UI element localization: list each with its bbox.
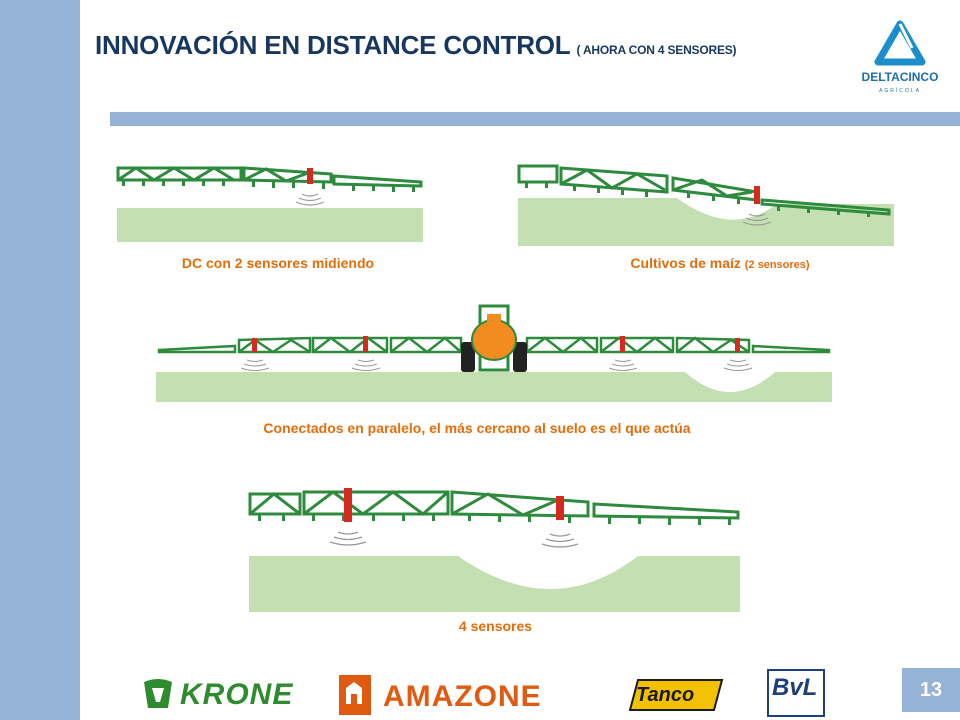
sensor-3 [620,336,625,352]
brand-tanco: Tanco [636,684,695,706]
ground-wave [249,556,740,612]
nozzle-row [122,180,415,192]
nozzle-row [258,514,731,525]
ground-with-dip [156,372,832,402]
sensor-wave-icon [329,531,579,548]
left-accent-bar [0,0,80,720]
caption-parallel-sensors: Conectados en paralelo, el más cercano a… [263,420,691,436]
brand-bvl: BvL [772,674,818,701]
header-divider [110,112,960,126]
sprayer-boom [116,166,423,188]
title-main: INNOVACIÓN EN DISTANCE CONTROL [95,30,571,60]
sensor-wave-icon [295,193,325,206]
figure-4-sensors [248,488,740,612]
tractor-tank [461,304,527,372]
sensor-4 [735,338,740,352]
sprayer-boom-left [157,336,463,354]
logo-name: DELTACINCO [862,70,939,84]
sprayer-boom [248,490,740,520]
tanco-badge-icon [628,679,724,711]
sensor-group [252,336,740,352]
caption-4-sensors: 4 sensores [458,618,533,634]
sensor-wave-icon [240,359,753,372]
amazone-emblem-icon [339,675,371,715]
page-title: INNOVACIÓN EN DISTANCE CONTROL ( AHORA CO… [95,30,737,61]
ground-dip [518,198,894,246]
sensor-1 [252,338,257,352]
figure-parallel-sensors [156,304,832,402]
sensor-2 [363,336,368,352]
ground-flat [117,208,423,242]
title-subtitle: ( AHORA CON 4 SENSORES) [576,43,737,57]
sprayer-boom-right [525,336,831,354]
triangle-logo-icon [874,20,926,66]
caption-maize: Cultivos de maíz (2 sensores) [610,255,830,271]
sensor-1 [344,488,352,522]
sensor-wave-icon [742,213,772,226]
figure-dc-2-sensors [116,166,423,242]
page-number: 13 [902,668,960,712]
brand-krone: KRONE [180,678,294,711]
brand-amazone: AMAZONE [383,680,542,713]
logo-tagline: AGRÍCOLA [879,87,921,94]
figure-maize [517,164,894,246]
caption-maize-small: (2 sensores) [744,259,810,271]
deltacinco-logo: DELTACINCO AGRÍCOLA [862,20,939,94]
bvl-badge-icon [767,669,825,717]
caption-maize-main: Cultivos de maíz [630,255,741,271]
sensor-2 [556,496,564,520]
sensor-1 [307,168,313,184]
sensor-1 [754,186,760,204]
nozzle-row [525,182,870,217]
krone-emblem-icon [144,679,172,708]
caption-dc-2-sensors: DC con 2 sensores midiendo [181,255,375,271]
